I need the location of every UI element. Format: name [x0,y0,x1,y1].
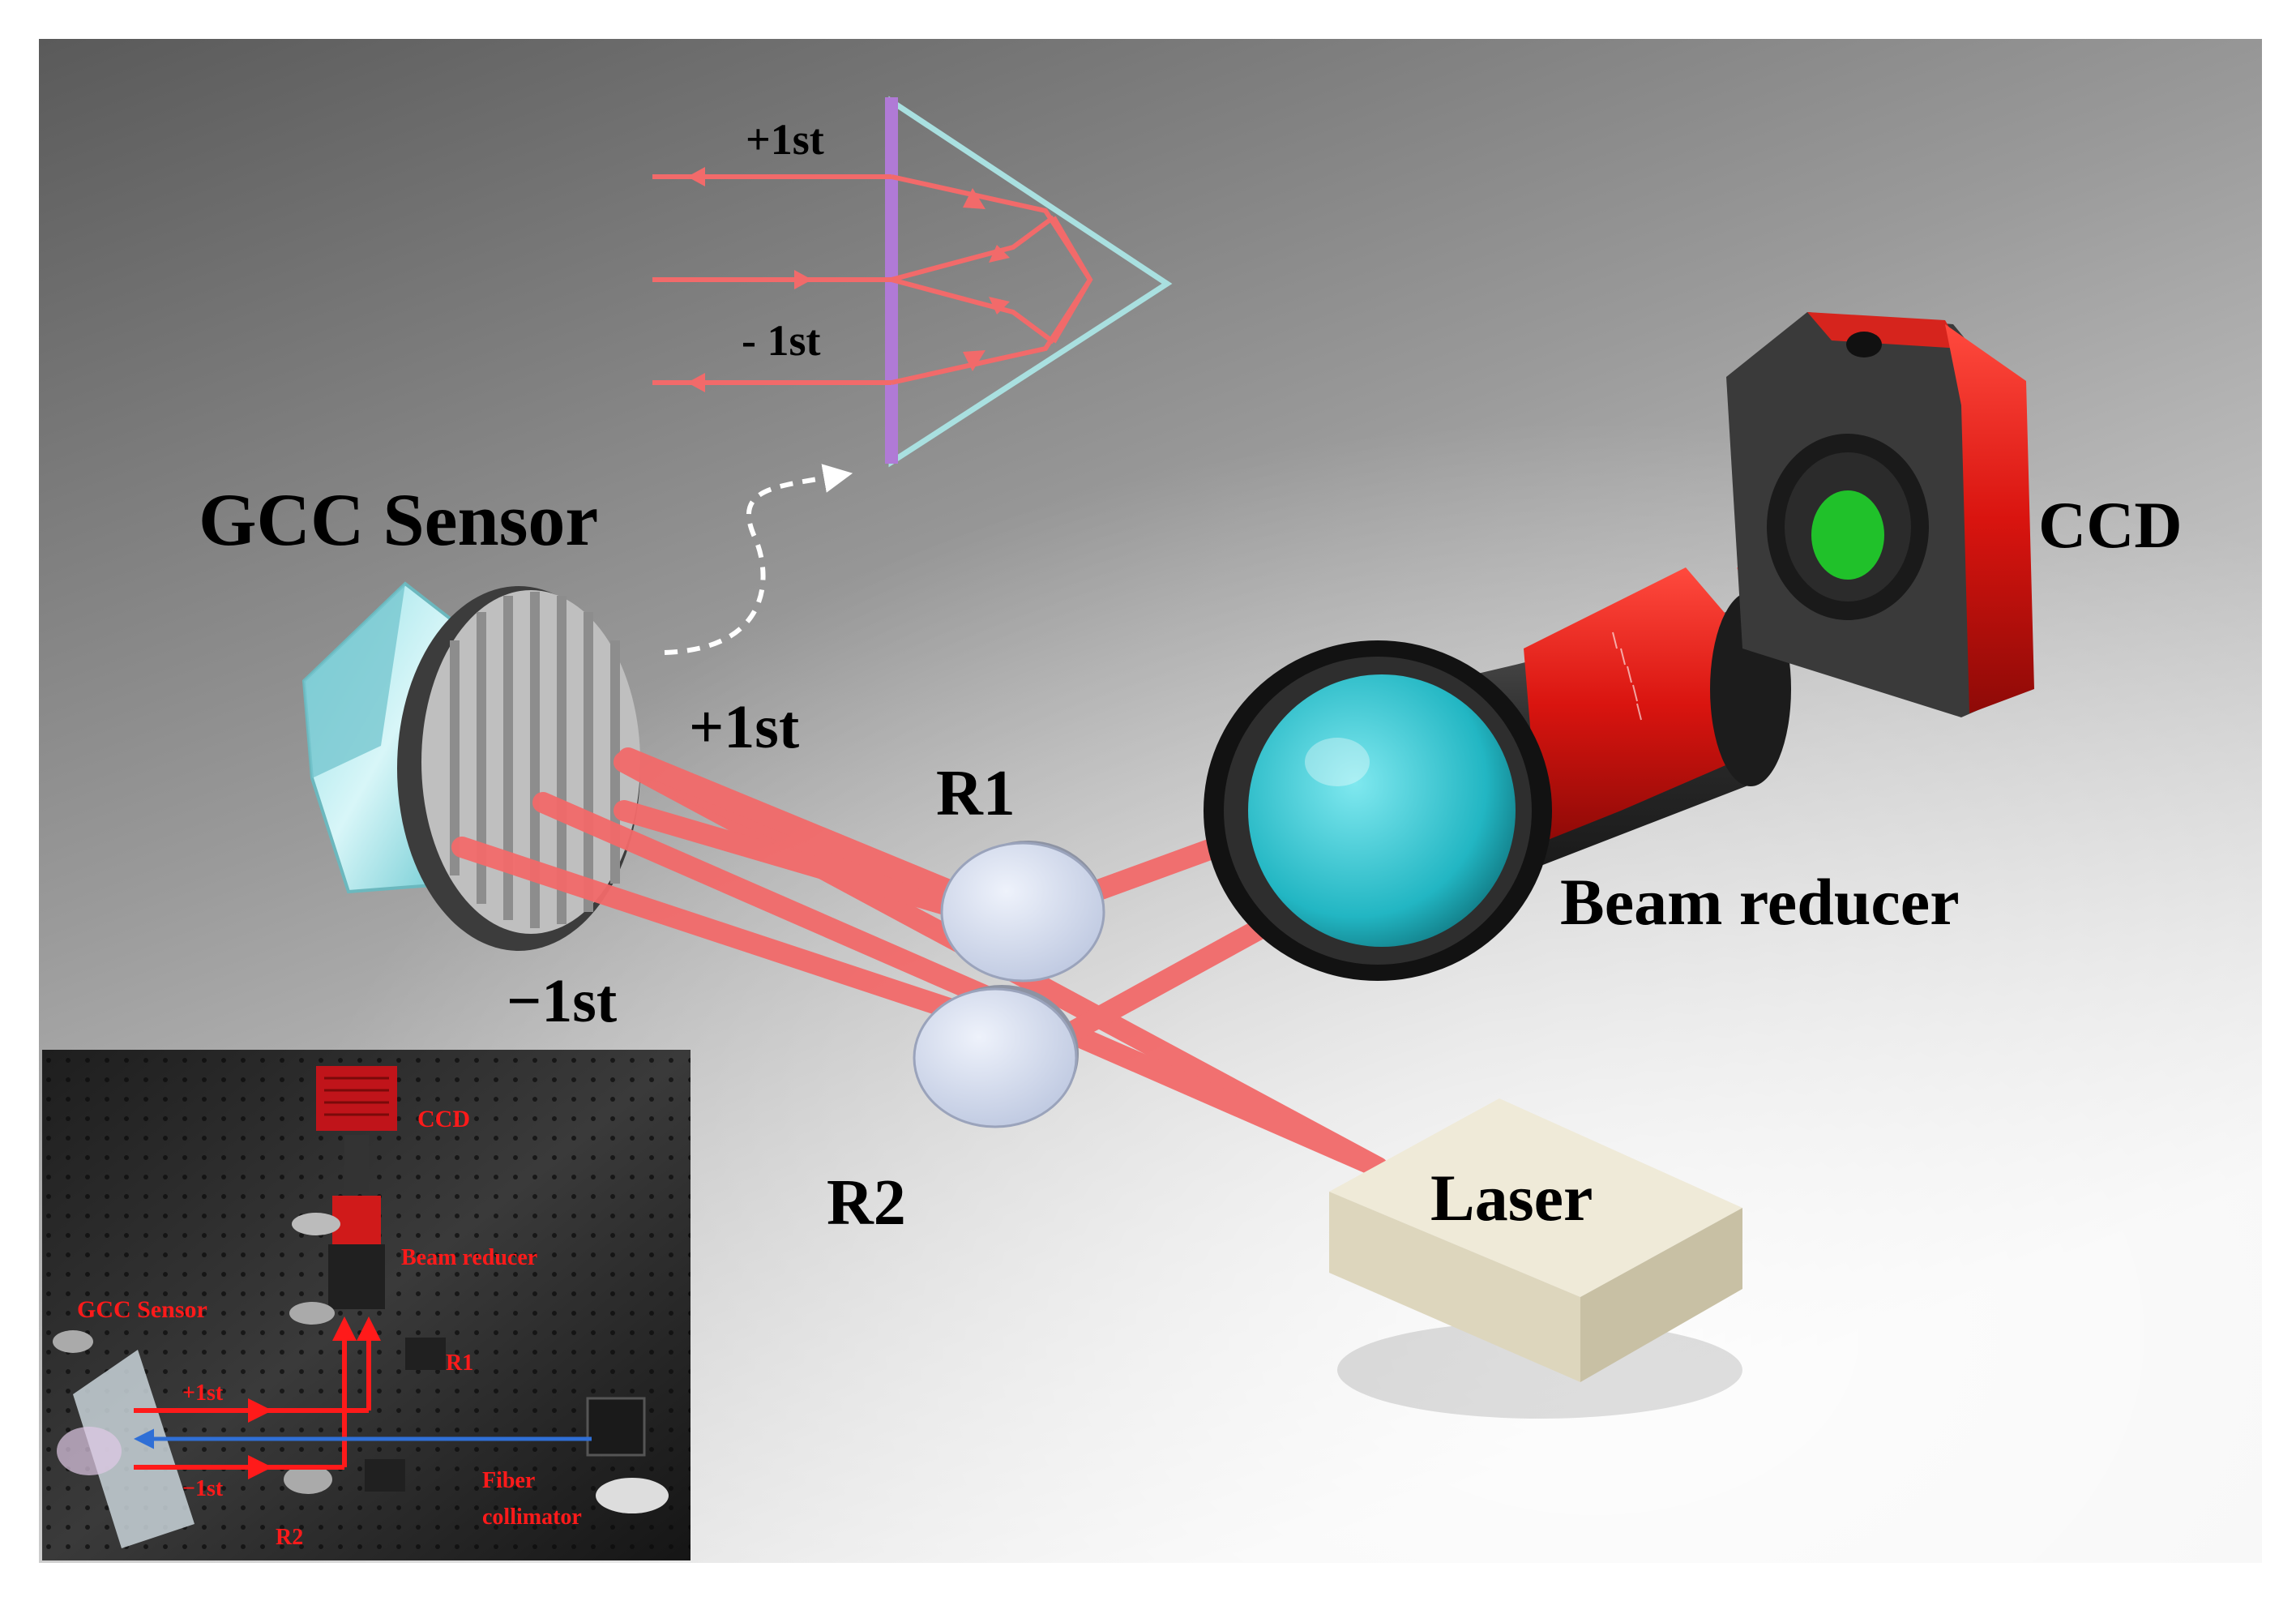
laser-label: Laser [1430,1161,1593,1235]
photo-collimator-label: collimator [482,1505,582,1530]
photo-ccd [316,1066,397,1131]
photo-minus-order-label: −1st [182,1476,224,1501]
inset-minus-order-label: - 1st [742,316,820,365]
inset-plus-order-label: +1st [746,115,824,164]
ccd-label: CCD [2038,488,2183,562]
ccd-sensor [1811,490,1884,580]
photo-plus-order-label: +1st [182,1381,224,1406]
photo-fiber-label: Fiber [482,1468,535,1493]
inset-arrowheads [687,167,1010,392]
beam-reducer [1204,567,1791,981]
r2-label: R2 [827,1167,906,1239]
gcc-sensor-label: GCC Sensor [199,478,598,561]
laser-box [1329,1098,1742,1419]
minus-order-label: −1st [507,967,617,1035]
photo-gcc-sensor [73,1350,195,1548]
ccd-red-side [1945,324,2034,713]
plus-order-label: +1st [689,693,799,761]
mirror-r2 [913,985,1079,1128]
photo-ccd-label: CCD [417,1106,470,1132]
red-focus-ring [1524,567,1742,843]
photo-inset: CCD Beam reducer GCC Sensor R1 +1st −1st… [42,1050,691,1560]
mirror-r1 [940,841,1105,982]
photo-beam-reducer-label: Beam reducer [401,1245,537,1270]
ray-diagram-inset: +1st - 1st [652,96,1173,468]
photo-r1-label: R1 [446,1351,473,1376]
photo-r2-label: R2 [276,1525,303,1550]
inset-rays [652,174,1093,385]
callout-arrow [664,464,853,655]
ccd-camera [1726,312,2034,717]
photo-gcc-sensor-label: GCC Sensor [77,1296,207,1323]
grating-grooves [450,592,620,928]
beam-reducer-lens [1248,674,1516,947]
r1-label: R1 [936,758,1015,829]
beam-reducer-label: Beam reducer [1560,865,1960,939]
